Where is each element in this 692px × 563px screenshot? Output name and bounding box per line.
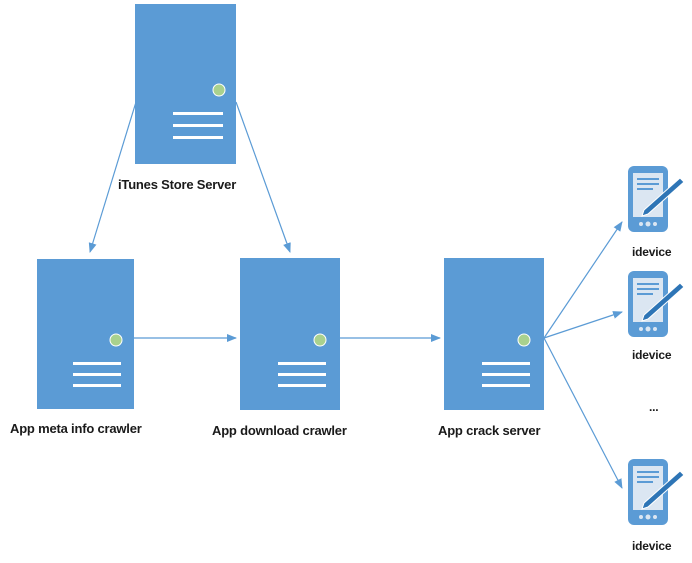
server-icon <box>444 258 544 410</box>
edge-crack-to-device-3 <box>543 337 623 489</box>
edge-itunes-to-meta-crawler <box>88 101 137 253</box>
edges <box>88 101 623 489</box>
app-meta-info-crawler-label: App meta info crawler <box>10 421 142 436</box>
server-icon <box>240 258 340 410</box>
device-ellipsis: ... <box>649 400 659 414</box>
app-download-crawler-label: App download crawler <box>212 423 347 438</box>
server-icon <box>135 4 236 164</box>
device-1-label: idevice <box>632 245 672 259</box>
server-icon <box>37 259 134 409</box>
tablet-stylus-icon <box>628 166 685 232</box>
tablet-stylus-icon <box>628 459 685 525</box>
device-2-label: idevice <box>632 348 672 362</box>
app-crack-server-label: App crack server <box>438 423 541 438</box>
edge-itunes-to-download-crawler <box>235 101 291 253</box>
device-3-label: idevice <box>632 539 672 553</box>
tablet-stylus-icon <box>628 271 685 337</box>
itunes-store-server-label: iTunes Store Server <box>118 177 237 192</box>
edge-crack-to-device-1 <box>543 221 623 339</box>
edge-crack-to-device-2 <box>543 311 623 339</box>
